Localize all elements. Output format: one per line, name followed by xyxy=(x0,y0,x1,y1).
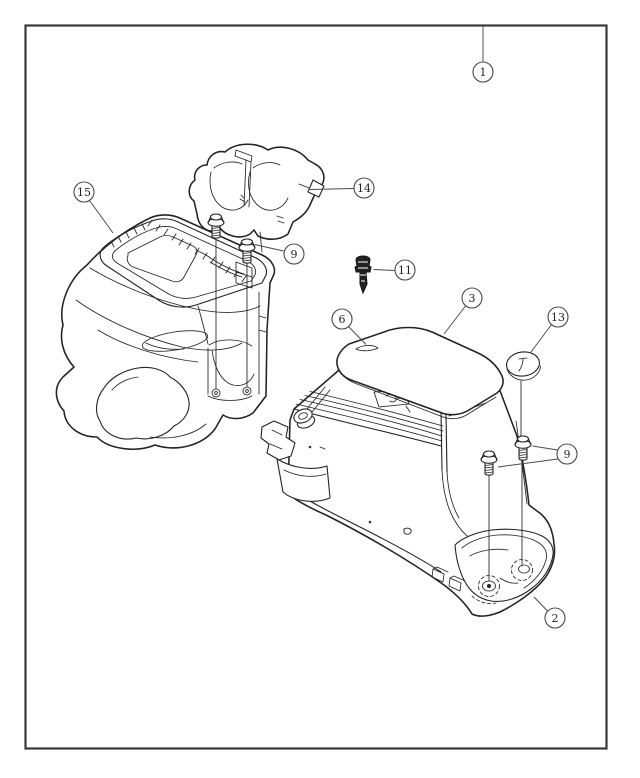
callout-14: 14 xyxy=(309,177,375,199)
screw-alignment-lines-rear xyxy=(488,380,523,582)
callout-9-upper: 9 xyxy=(254,243,305,265)
callout-3: 3 xyxy=(443,287,483,335)
part-push-pin-clip xyxy=(354,255,372,295)
callout-9-upper-label: 9 xyxy=(291,248,298,261)
lid-front-notch xyxy=(355,345,379,352)
part-rear-console-body xyxy=(260,361,556,617)
lever-bracket-detail xyxy=(260,386,331,502)
diagram-frame xyxy=(24,24,608,750)
screw-alignment-lines-front xyxy=(215,239,248,390)
callout-11: 11 xyxy=(373,259,416,281)
callout-6-label: 6 xyxy=(339,313,346,326)
part-round-cap xyxy=(506,351,541,381)
callout-15: 15 xyxy=(73,181,114,234)
callout-3-label: 3 xyxy=(469,292,476,305)
part-front-console-cover xyxy=(55,214,276,450)
callout-2-label: 2 xyxy=(552,612,559,625)
bracket-tab xyxy=(307,179,325,198)
part-console-lid xyxy=(336,326,504,420)
callout-6: 6 xyxy=(331,308,367,345)
callout-15-label: 15 xyxy=(77,186,91,199)
callout-14-label: 14 xyxy=(357,182,371,195)
callout-11-label: 11 xyxy=(398,264,412,277)
callout-13: 13 xyxy=(530,306,569,353)
callout-9-rear-label: 9 xyxy=(564,448,571,461)
callout-9-rear: 9 xyxy=(497,443,578,468)
callout-2: 2 xyxy=(533,596,566,629)
callout-1-label: 1 xyxy=(480,66,487,79)
callout-13-label: 13 xyxy=(551,311,565,324)
callouts: 1 15 14 9 11 3 6 xyxy=(73,26,578,629)
scan-mark xyxy=(403,527,412,535)
scan-speck xyxy=(368,520,372,524)
part-mount-bracket xyxy=(188,143,325,253)
callout-1: 1 xyxy=(472,26,494,83)
